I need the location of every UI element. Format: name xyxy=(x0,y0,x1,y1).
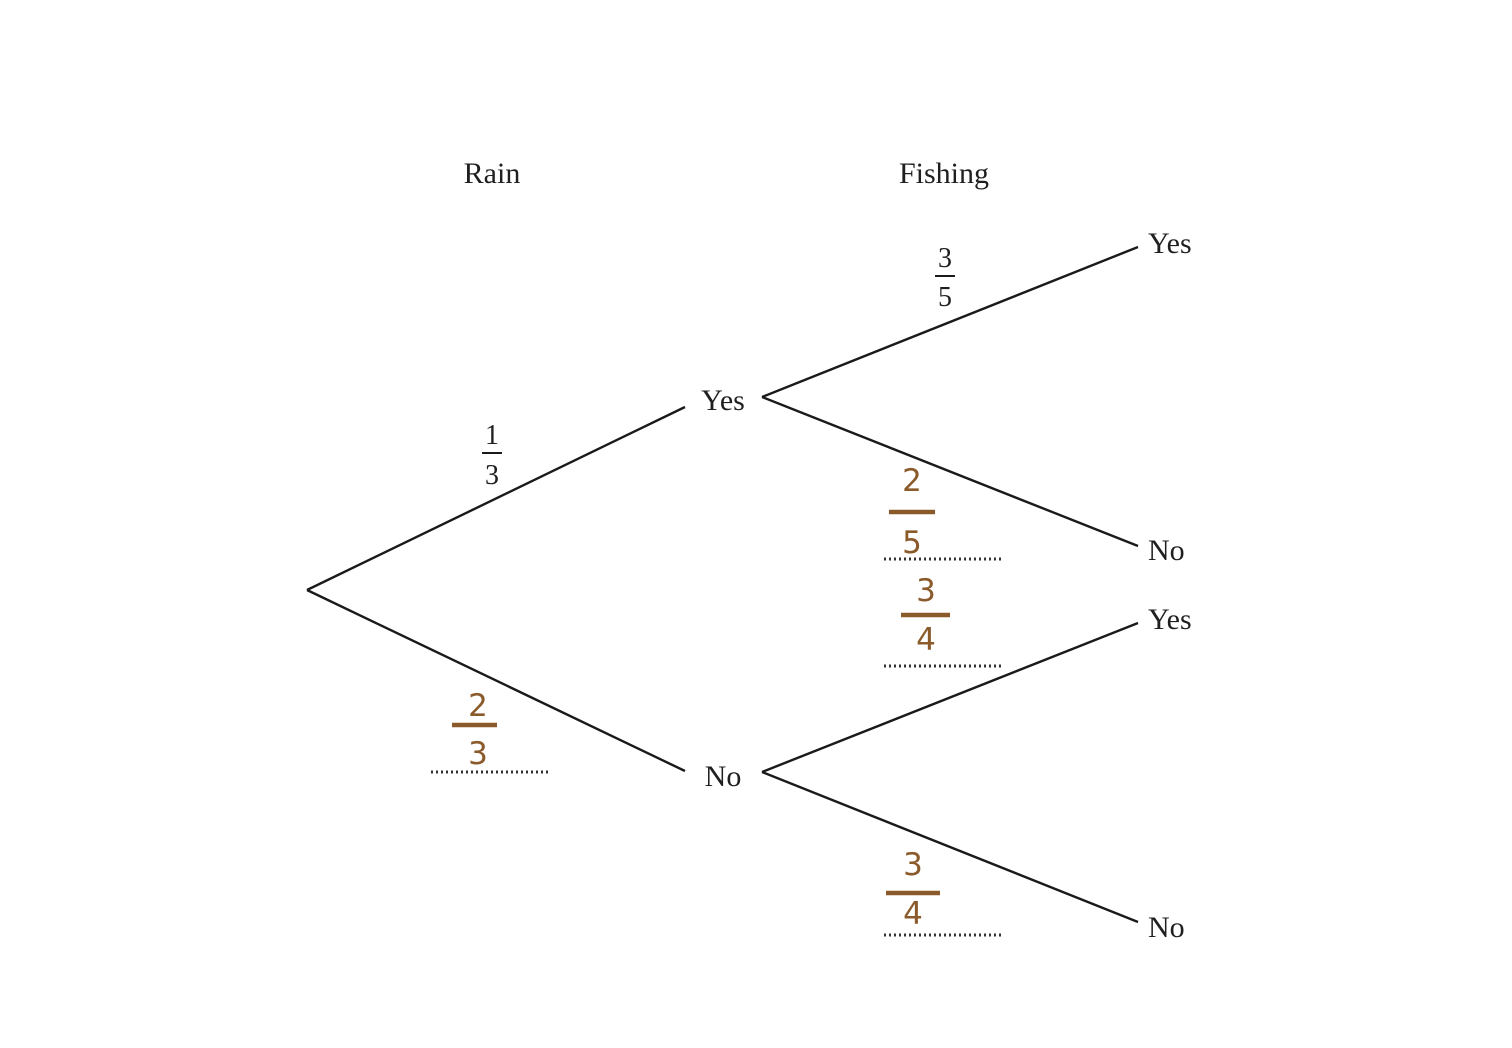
answer-denominator: 3 xyxy=(468,736,488,772)
branch-rain-no-fish-no xyxy=(761,770,1139,924)
node-fish-no-no: No xyxy=(1148,911,1185,944)
answer-rain-yes-fish-no: 2 5 xyxy=(889,463,935,561)
answer-denominator: 5 xyxy=(902,525,922,561)
answer-numerator: 2 xyxy=(902,463,922,499)
node-fish-yes-yes: Yes xyxy=(1148,227,1192,260)
node-fish-no-yes: Yes xyxy=(1148,603,1192,636)
fraction-rain-yes: 1 3 xyxy=(482,420,502,491)
answer-denominator: 4 xyxy=(903,896,923,932)
answer-numerator: 3 xyxy=(903,847,923,883)
node-rain-no: No xyxy=(705,760,742,793)
node-fish-yes-no: No xyxy=(1148,534,1185,567)
fraction-numerator: 1 xyxy=(485,420,499,451)
branch-rain-yes-fish-yes xyxy=(761,245,1139,399)
fraction-denominator: 5 xyxy=(938,282,952,313)
answer-numerator: 3 xyxy=(916,573,936,609)
branch-rain-yes xyxy=(306,405,686,592)
answer-denominator: 4 xyxy=(916,622,936,658)
fraction-denominator: 3 xyxy=(485,460,499,491)
branch-rain-no-fish-yes xyxy=(761,621,1139,774)
answer-numerator: 2 xyxy=(468,688,488,724)
branch-rain-no xyxy=(306,588,686,773)
node-rain-yes: Yes xyxy=(701,384,745,417)
fishing-heading: Fishing xyxy=(899,157,989,190)
answer-rain-no-fish-yes: 3 4 xyxy=(901,573,950,658)
fraction-rain-yes-fish-yes: 3 5 xyxy=(935,243,955,313)
rain-heading: Rain xyxy=(464,157,521,190)
answer-rain-no-fish-no: 3 4 xyxy=(886,847,940,932)
branch-rain-yes-fish-no xyxy=(761,395,1139,548)
answer-rain-no: 2 3 xyxy=(452,688,497,772)
fraction-numerator: 3 xyxy=(938,243,952,274)
